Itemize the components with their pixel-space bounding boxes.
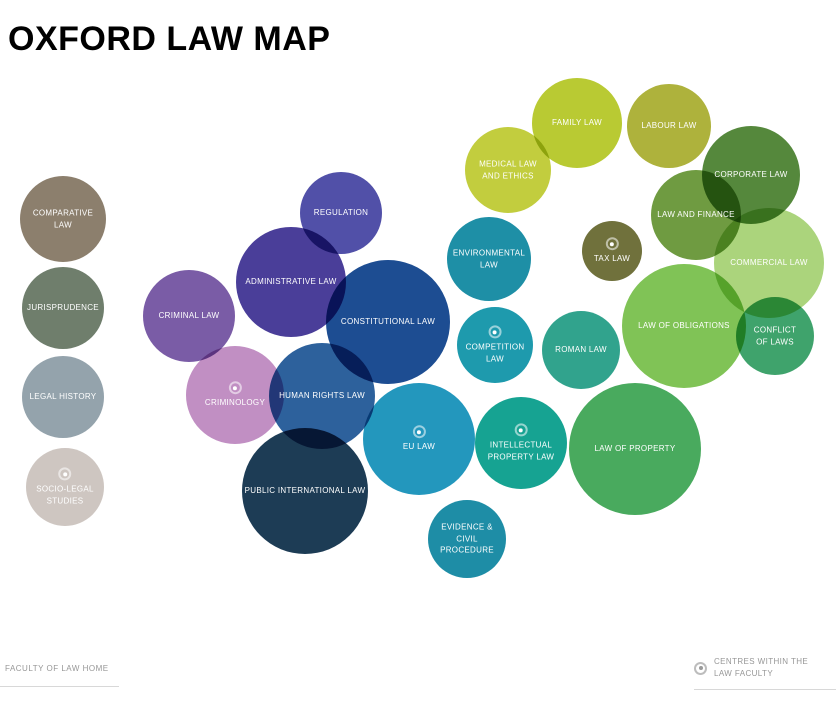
page-title: OXFORD LAW MAP xyxy=(8,20,331,58)
centres-legend-label: CENTRES WITHIN THE LAW FACULTY xyxy=(714,657,809,678)
bubble-criminology[interactable] xyxy=(186,346,284,444)
bubble-label-legal-history: LEGAL HISTORY xyxy=(29,392,97,402)
centre-marker-icon xyxy=(228,381,242,395)
bubble-label-human-rights-law: HUMAN RIGHTS LAW xyxy=(279,391,365,401)
bubble-label-tax-law: TAX LAW xyxy=(594,237,630,265)
bubble-label-competition-law: COMPETITION LAW xyxy=(466,325,525,364)
bubble-label-public-international-law: PUBLIC INTERNATIONAL LAW xyxy=(244,486,366,496)
bubble-label-law-of-property: LAW OF PROPERTY xyxy=(594,444,676,454)
bubble-label-environmental-law: ENVIRONMENTAL LAW xyxy=(452,248,526,269)
bubble-label-law-and-finance: LAW AND FINANCE xyxy=(657,210,735,220)
bubble-label-constitutional-law: CONSTITUTIONAL LAW xyxy=(340,317,436,327)
bubble-family-law[interactable] xyxy=(532,78,622,168)
bubble-label-medical-law-and-ethics: MEDICAL LAW AND ETHICS xyxy=(479,159,537,180)
centre-marker-icon xyxy=(488,325,502,339)
bubble-label-family-law: FAMILY LAW xyxy=(552,118,602,128)
centre-marker-icon xyxy=(412,425,426,439)
bubble-label-commercial-law: COMMERCIAL LAW xyxy=(730,258,808,268)
bubble-labour-law[interactable] xyxy=(627,84,711,168)
bubble-label-criminal-law: CRIMINAL LAW xyxy=(158,311,220,321)
centres-legend: CENTRES WITHIN THE LAW FACULTY xyxy=(694,656,836,690)
bubble-label-criminology: CRIMINOLOGY xyxy=(205,381,265,409)
bubble-law-of-property[interactable] xyxy=(569,383,701,515)
bubble-label-roman-law: ROMAN LAW xyxy=(555,345,607,355)
bubble-comparative-law[interactable] xyxy=(20,176,106,262)
bubble-criminal-law[interactable] xyxy=(143,270,235,362)
bubble-label-labour-law: LABOUR LAW xyxy=(641,121,697,131)
bubble-jurisprudence[interactable] xyxy=(22,267,104,349)
bubble-label-socio-legal-studies: SOCIO-LEGAL STUDIES xyxy=(36,467,94,506)
bubble-label-eu-law: EU LAW xyxy=(403,425,435,453)
bubble-law-and-finance[interactable] xyxy=(651,170,741,260)
faculty-home-link[interactable]: FACULTY OF LAW HOME xyxy=(0,662,119,687)
bubble-competition-law[interactable] xyxy=(457,307,533,383)
bubble-label-evidence-civil-procedure: EVIDENCE & CIVIL PROCEDURE xyxy=(440,522,494,555)
bubble-label-comparative-law: COMPARATIVE LAW xyxy=(32,208,94,229)
bubble-label-regulation: REGULATION xyxy=(313,208,369,218)
bubble-label-conflict-of-laws: CONFLICT OF LAWS xyxy=(753,325,797,346)
bubble-legal-history[interactable] xyxy=(22,356,104,438)
centre-marker-icon xyxy=(58,467,72,481)
bubble-label-law-of-obligations: LAW OF OBLIGATIONS xyxy=(638,321,730,331)
bubble-label-corporate-law: CORPORATE LAW xyxy=(714,170,788,180)
bubble-eu-law[interactable] xyxy=(363,383,475,495)
bubble-label-administrative-law: ADMINISTRATIVE LAW xyxy=(245,277,337,287)
bubble-label-intellectual-property-law: INTELLECTUAL PROPERTY LAW xyxy=(488,423,555,462)
centre-marker-icon xyxy=(605,237,619,251)
bubble-label-jurisprudence: JURISPRUDENCE xyxy=(27,303,99,313)
bubble-socio-legal-studies[interactable] xyxy=(26,448,104,526)
centre-marker-icon xyxy=(514,423,528,437)
bubble-intellectual-property-law[interactable] xyxy=(475,397,567,489)
bubble-environmental-law[interactable] xyxy=(447,217,531,301)
bullseye-icon xyxy=(694,661,707,675)
bubble-public-international-law[interactable] xyxy=(242,428,368,554)
bubble-tax-law[interactable] xyxy=(582,221,642,281)
bubble-roman-law[interactable] xyxy=(542,311,620,389)
bubble-evidence-civil-procedure[interactable] xyxy=(428,500,506,578)
